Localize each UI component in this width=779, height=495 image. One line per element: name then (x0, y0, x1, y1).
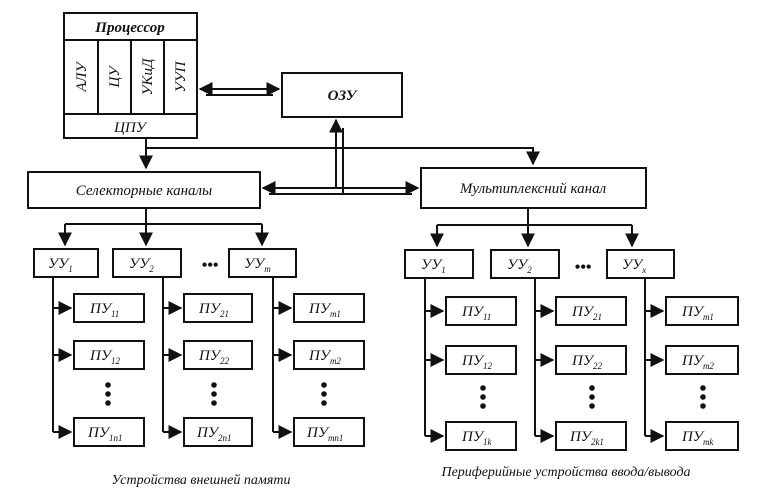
memory-block: ОЗУ (281, 72, 403, 118)
right-device-2k1-label: ПУ2k1 (569, 429, 604, 447)
right-group: УУ1 УУ2 ••• УУx ПУ11 ПУ12 ПУ1k ПУ21 ПУ22 (404, 208, 739, 480)
right-device-11-label: ПУ11 (461, 304, 491, 322)
left-controller-m-box (228, 248, 297, 278)
memory-label: ОЗУ (328, 88, 358, 104)
processor-block: Процессор АЛУ ЦУ УКиД УУП ЦПУ (63, 12, 198, 139)
right-device-m2-box (665, 345, 739, 375)
multiplex-channel-block: Мультиплексний канал (420, 167, 647, 209)
ukid-label: УКиД (140, 57, 156, 96)
left-controller-m-label: УУm (244, 256, 271, 274)
right-controller-x-box (606, 249, 675, 279)
left-device-22-box (183, 340, 253, 370)
right-controller-x-label: УУx (622, 257, 646, 275)
left-device-m2-box (293, 340, 365, 370)
left-controller-ellipsis: ••• (202, 257, 219, 274)
right-controller-1-box (404, 249, 474, 279)
left-column-3-dots (321, 382, 327, 406)
right-controller-1-label: УУ1 (421, 257, 446, 275)
left-device-11-box (73, 293, 145, 323)
multiplex-channel-label: Мультиплексний канал (459, 181, 607, 197)
right-device-12-box (445, 345, 517, 375)
multiplex-channel-box (420, 167, 647, 209)
left-device-21-box (183, 293, 253, 323)
left-device-12-box (73, 340, 145, 370)
right-device-22-label: ПУ22 (571, 353, 602, 371)
left-device-12-label: ПУ12 (89, 348, 120, 366)
right-device-mk-label: ПУmk (681, 429, 714, 447)
cu-label: ЦУ (107, 65, 123, 89)
left-device-mn1-box (293, 417, 365, 447)
right-device-1k-label: ПУ1k (461, 429, 492, 447)
right-column-3-dots (700, 385, 706, 409)
right-column-1-dots (480, 385, 486, 409)
left-controller-2-box (112, 248, 182, 278)
left-device-21-label: ПУ21 (198, 301, 229, 319)
right-controller-2-box (490, 249, 560, 279)
processor-memory-link (198, 82, 281, 96)
right-device-m1-box (665, 296, 739, 326)
right-column-2-dots (589, 385, 595, 409)
left-device-1n1-box (73, 417, 145, 447)
right-device-1k-box (445, 421, 517, 451)
selector-channels-block: Селекторные каналы (27, 171, 261, 209)
memory-bus (261, 118, 420, 195)
left-device-2n1-label: ПУ2n1 (196, 425, 231, 443)
left-device-m1-box (293, 293, 365, 323)
right-group-caption: Периферийные устройства ввода/вывода (440, 465, 690, 480)
selector-channels-box (27, 171, 261, 209)
selector-channels-label: Селекторные каналы (76, 183, 212, 199)
right-device-11-box (445, 296, 517, 326)
right-controller-2-label: УУ2 (507, 257, 532, 275)
processor-title: Процессор (94, 20, 165, 36)
left-group-caption: Устройства внешней памяти (112, 473, 291, 488)
left-device-m2-label: ПУm2 (308, 348, 341, 366)
left-controller-1-box (33, 248, 99, 278)
memory-box (281, 72, 403, 118)
right-device-12-label: ПУ12 (461, 353, 492, 371)
left-controller-2-label: УУ2 (129, 256, 154, 274)
right-device-m2-label: ПУm2 (681, 353, 714, 371)
right-device-21-label: ПУ21 (571, 304, 602, 322)
right-device-2k1-box (555, 421, 627, 451)
cpu-label: ЦПУ (113, 120, 148, 136)
left-column-1-dots (105, 382, 111, 406)
right-controller-ellipsis: ••• (575, 259, 592, 276)
left-device-11-label: ПУ11 (89, 301, 119, 319)
right-device-mk-box (665, 421, 739, 451)
left-device-1n1-label: ПУ1n1 (87, 425, 122, 443)
right-device-22-box (555, 345, 627, 375)
left-controller-1-label: УУ1 (48, 256, 73, 274)
alu-label: АЛУ (74, 61, 90, 93)
left-device-2n1-box (183, 417, 253, 447)
left-device-mn1-label: ПУmn1 (306, 425, 343, 443)
left-column-2-dots (211, 382, 217, 406)
uup-label: УУП (173, 60, 189, 92)
left-device-22-label: ПУ22 (198, 348, 229, 366)
cpu-channel-links (139, 138, 540, 170)
left-group: УУ1 УУ2 ••• УУm ПУ11 ПУ12 ПУ1n1 ПУ21 ПУ2… (33, 208, 365, 488)
right-device-m1-label: ПУm1 (681, 304, 714, 322)
left-device-m1-label: ПУm1 (308, 301, 341, 319)
right-device-21-box (555, 296, 627, 326)
